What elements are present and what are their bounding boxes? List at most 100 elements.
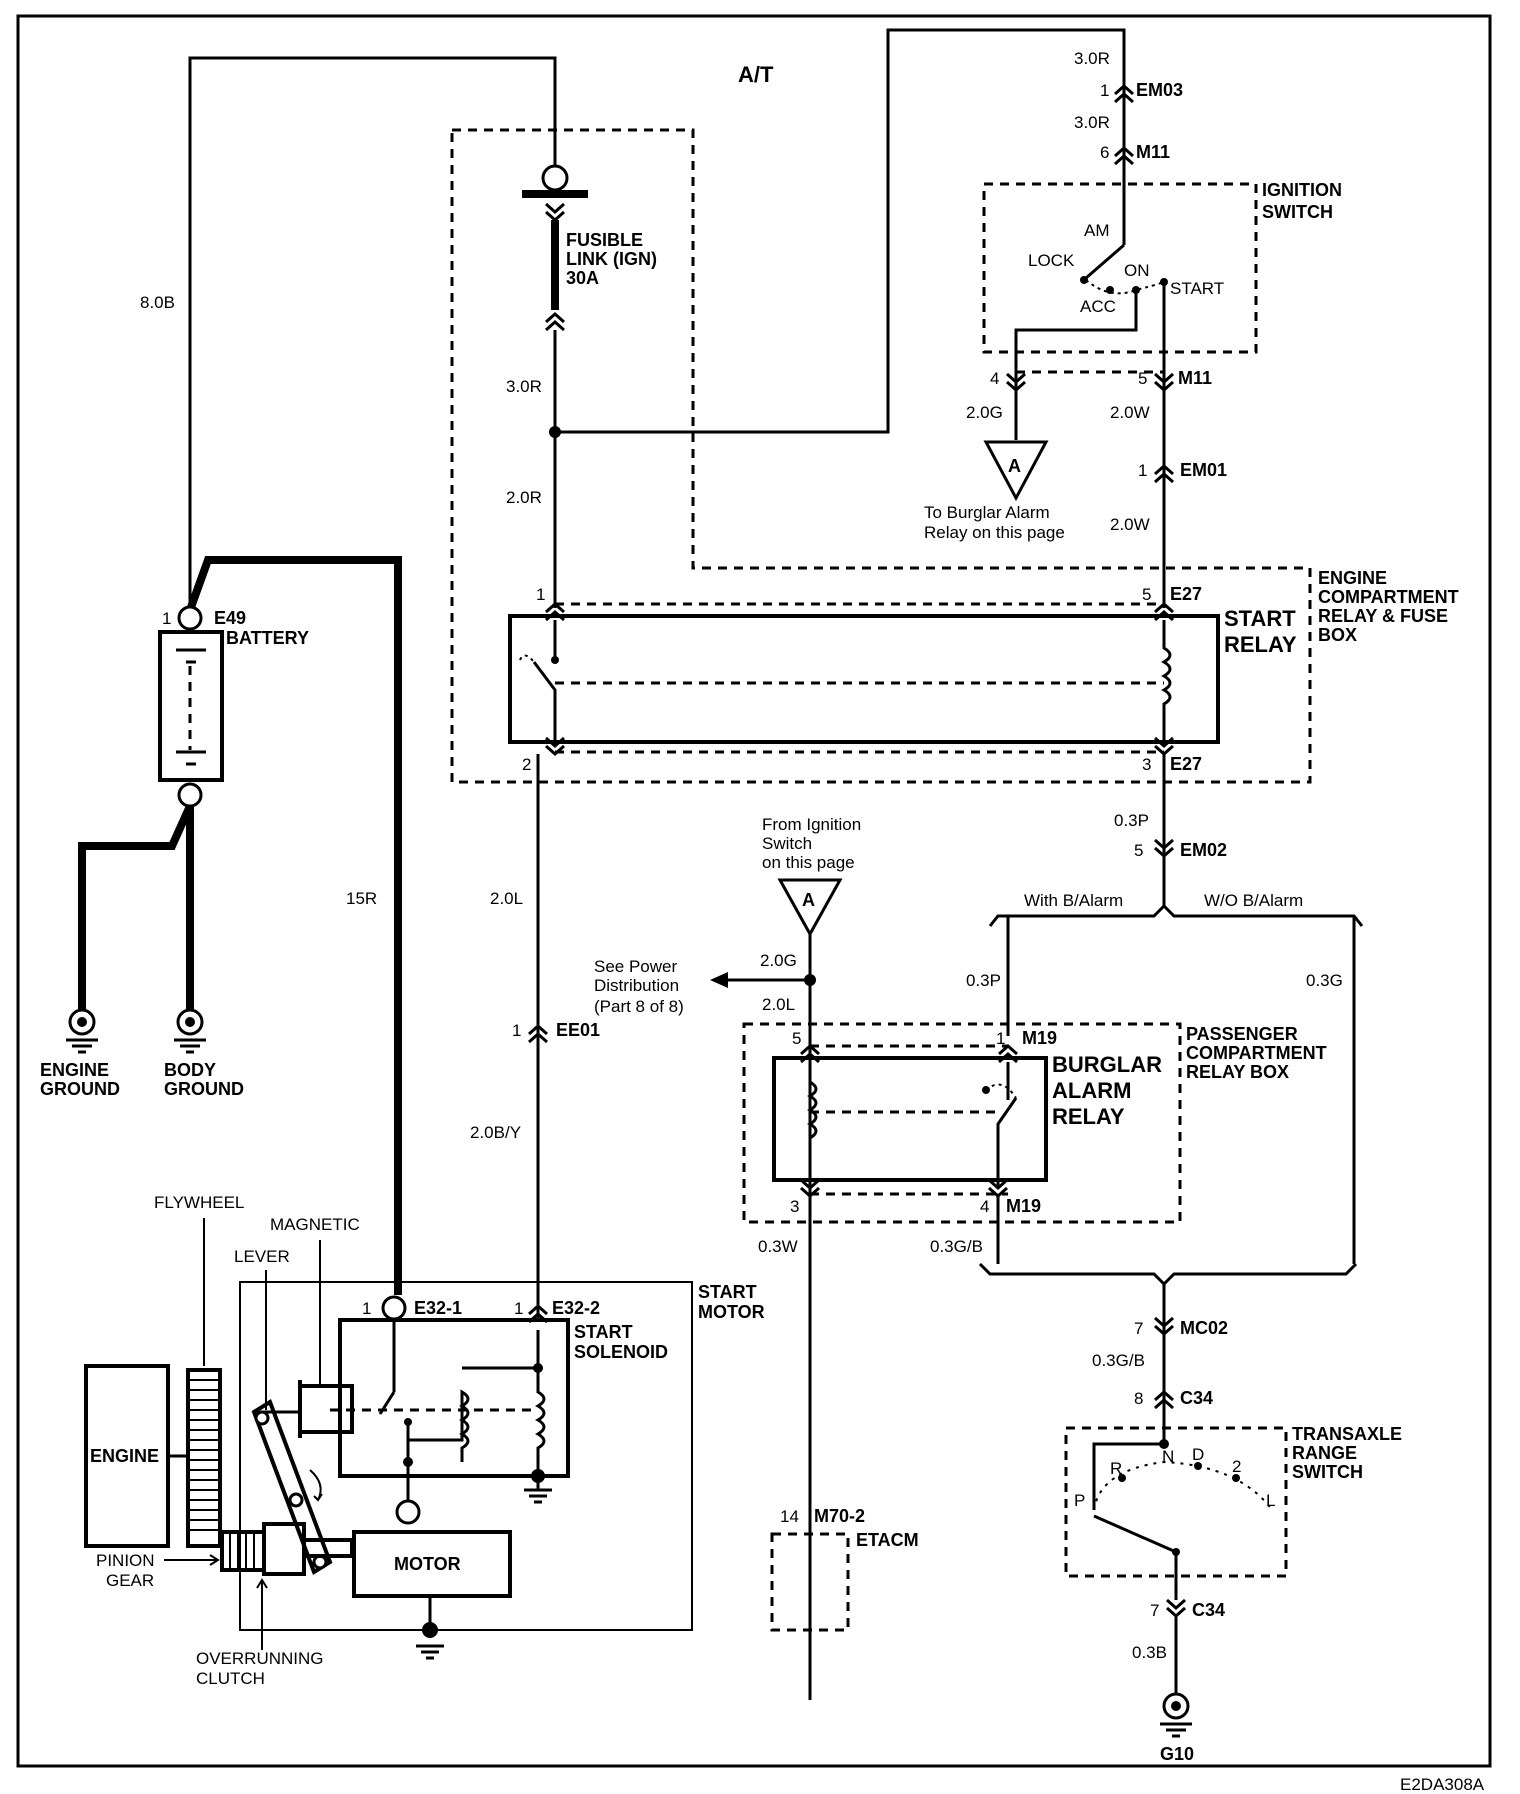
ignition-acc: ACC xyxy=(1080,297,1116,316)
connector-m11-right xyxy=(1154,372,1174,393)
label-transaxle-2: RANGE xyxy=(1292,1443,1357,1463)
fusible-link-terminal xyxy=(541,164,569,192)
connector-m11-top xyxy=(1114,145,1134,166)
note-to-alarm-2: Relay on this page xyxy=(924,523,1065,542)
label-fusible-3: 30A xyxy=(566,268,599,288)
transaxle-r-contact xyxy=(1118,1474,1126,1482)
label-transaxle-3: SWITCH xyxy=(1292,1462,1363,1482)
label-start-motor-2: MOTOR xyxy=(698,1302,765,1322)
e32-2-pin: 1 xyxy=(514,1299,523,1318)
e32-2-name: E32-2 xyxy=(552,1298,600,1318)
e27-pin5: 5 xyxy=(1142,585,1151,604)
em01-name: EM01 xyxy=(1180,460,1227,480)
em03-pin: 1 xyxy=(1100,81,1109,100)
mc02-name: MC02 xyxy=(1180,1318,1228,1338)
connector-m11-left xyxy=(1006,372,1026,393)
label-engine-ground-1: ENGINE xyxy=(40,1060,109,1080)
label-wire-ground: 0.3B xyxy=(1132,1643,1167,1662)
motor-body xyxy=(352,1530,512,1598)
transaxle-pivot xyxy=(1172,1548,1180,1556)
e27-pin1: 1 xyxy=(536,585,545,604)
em02-name: EM02 xyxy=(1180,840,1227,860)
note-see-power-2: Distribution xyxy=(594,976,679,995)
ref-triangle-a-bottom xyxy=(777,878,843,938)
start-relay-coil xyxy=(1161,620,1172,744)
connector-c34-bottom xyxy=(1166,1598,1186,1619)
m11-left-pin: 4 xyxy=(990,369,999,388)
flywheel xyxy=(186,1368,222,1548)
label-wire-ignition-to-alarm: 2.0G xyxy=(966,403,1003,422)
start-relay-switch xyxy=(532,620,557,744)
e27-pin2: 2 xyxy=(522,755,531,774)
label-wire-relay-out: 0.3P xyxy=(1114,811,1149,830)
label-flywheel: FLYWHEEL xyxy=(154,1193,244,1212)
motor-ground-node xyxy=(422,1622,438,1638)
label-wire-ignition-start: 2.0W xyxy=(1110,403,1150,422)
ref-a-top: A xyxy=(1008,456,1021,476)
motor-ground-bars xyxy=(416,1644,444,1660)
label-wire-em03-bottom: 3.0R xyxy=(1074,113,1110,132)
m70-2-name: M70-2 xyxy=(814,1506,865,1526)
label-clutch-1: OVERRUNNING xyxy=(196,1649,324,1668)
ref-triangle-a-top xyxy=(983,440,1049,502)
label-wire-fusible-out: 3.0R xyxy=(506,377,542,396)
etacm-outline xyxy=(770,1532,850,1632)
solenoid-coil-2 xyxy=(535,1330,546,1476)
transaxle-2: 2 xyxy=(1232,1457,1241,1476)
body-ground-bars xyxy=(174,1038,206,1054)
wire-battery-main xyxy=(188,56,557,610)
solenoid-coil-1 xyxy=(408,1389,470,1462)
m19-name-top: M19 xyxy=(1022,1028,1057,1048)
engine-ground-bars xyxy=(66,1038,98,1054)
e49-pin: 1 xyxy=(162,609,171,628)
label-engine-ground-2: GROUND xyxy=(40,1079,120,1099)
label-wire-alarm-out: 0.3G/B xyxy=(930,1237,983,1256)
engine-ground-core xyxy=(77,1017,87,1027)
battery-terminal-top xyxy=(177,605,203,631)
lever-pivot-top xyxy=(254,1410,270,1426)
label-fusible-1: FUSIBLE xyxy=(566,230,643,250)
connector-mc02 xyxy=(1154,1316,1174,1337)
transaxle-p: P xyxy=(1074,1491,1085,1510)
wire-ignition-acc-out xyxy=(1014,290,1138,440)
start-relay-switch-arc xyxy=(519,654,535,663)
em02-pin: 5 xyxy=(1134,841,1143,860)
burglar-relay-arc xyxy=(985,1083,1017,1099)
solenoid-internal xyxy=(378,1320,410,1476)
label-battery: BATTERY xyxy=(226,628,309,648)
burglar-relay-coil xyxy=(807,1062,818,1186)
g10-ground-core xyxy=(1171,1701,1181,1711)
label-solenoid-2: SOLENOID xyxy=(574,1342,668,1362)
ignition-contacts xyxy=(1085,279,1165,295)
c34-top-name: C34 xyxy=(1180,1388,1213,1408)
label-start-motor-1: START xyxy=(698,1282,757,1302)
transaxle-outline xyxy=(1064,1426,1288,1578)
ignition-lock: LOCK xyxy=(1028,251,1075,270)
ignition-start: START xyxy=(1170,279,1224,298)
label-wire-battery-main: 8.0B xyxy=(140,293,175,312)
ignition-am: AM xyxy=(1084,221,1110,240)
m19-name-bottom: M19 xyxy=(1006,1196,1041,1216)
m19-pin4: 4 xyxy=(980,1197,989,1216)
ignition-switch-outline xyxy=(982,182,1258,354)
solenoid-contact xyxy=(404,1418,412,1426)
transaxle-r: R xyxy=(1110,1459,1122,1478)
battery-body xyxy=(158,630,224,782)
connector-c34-top xyxy=(1154,1389,1174,1410)
label-etacm: ETACM xyxy=(856,1530,919,1550)
label-wire-with-alarm: 0.3P xyxy=(966,971,1001,990)
label-wire-relay-solenoid-upper: 2.0L xyxy=(490,889,523,908)
connector-ee01 xyxy=(528,1023,548,1044)
label-engine: ENGINE xyxy=(90,1446,159,1466)
label-passenger-3: RELAY BOX xyxy=(1186,1062,1289,1082)
label-without-alarm: W/O B/Alarm xyxy=(1204,891,1303,910)
pinion-teeth xyxy=(229,1532,255,1570)
engine-relay-box-outline xyxy=(450,128,1312,784)
label-wire-mc02-out: 0.3G/B xyxy=(1092,1351,1145,1370)
label-ignition-1: IGNITION xyxy=(1262,180,1342,200)
m19-pin3: 3 xyxy=(790,1197,799,1216)
e32-1-pin: 1 xyxy=(362,1299,371,1318)
transaxle-selector xyxy=(1093,1514,1178,1600)
e32-1-name: E32-1 xyxy=(414,1298,462,1318)
